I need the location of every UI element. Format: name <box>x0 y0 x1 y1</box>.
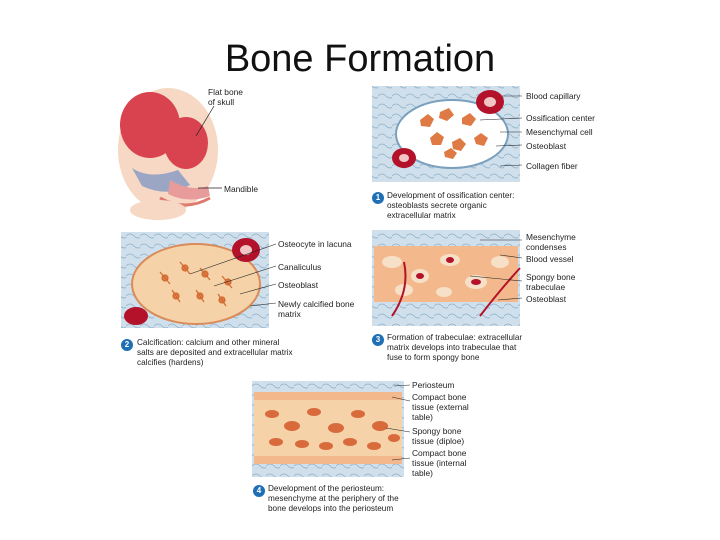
label-osteoblast-2: Osteoblast <box>278 280 319 290</box>
label-blood-capillary: Blood capillary <box>526 91 581 101</box>
step4-caption: Development of the periosteum: mesenchym… <box>268 484 399 513</box>
label-spongy-bone-trabeculae: Spongy bone trabeculae <box>526 272 576 292</box>
step4-number-badge: 4 <box>253 485 265 497</box>
label-collagen-fiber: Collagen fiber <box>526 161 578 171</box>
label-mandible: Mandible <box>224 184 258 194</box>
label-spongy-bone-diploe: Spongy bone tissue (diploe) <box>412 426 465 446</box>
step2-caption: Calcification: calcium and other mineral… <box>137 338 293 367</box>
fetal-skull-illustration <box>118 88 222 220</box>
page-title: Bone Formation <box>224 38 496 80</box>
label-mesenchyme-condenses: Mesenchyme condenses <box>526 232 576 252</box>
label-compact-bone-external: Compact bone tissue (external table) <box>412 392 469 422</box>
step2-illustration <box>121 232 277 328</box>
step1-number-badge: 1 <box>372 192 384 204</box>
step3-caption: Formation of trabeculae: extracellular m… <box>387 333 523 362</box>
step1-caption: Development of ossification center: oste… <box>387 191 515 220</box>
label-osteocyte-in-lacuna: Osteocyte in lacuna <box>278 239 352 249</box>
label-blood-vessel: Blood vessel <box>526 254 574 264</box>
step3-illustration <box>372 230 523 326</box>
step3-number-badge: 3 <box>372 334 384 346</box>
label-osteoblast-3: Osteoblast <box>526 294 567 304</box>
label-compact-bone-internal: Compact bone tissue (internal table) <box>412 448 467 478</box>
label-newly-calcified-bone-matrix: Newly calcified bone matrix <box>278 299 355 319</box>
label-mesenchymal-cell: Mesenchymal cell <box>526 127 593 137</box>
label-canaliculus: Canaliculus <box>278 262 322 272</box>
label-periosteum: Periosteum <box>412 380 455 390</box>
step2-number-badge: 2 <box>121 339 133 351</box>
step4-illustration <box>252 381 411 477</box>
label-osteoblast-1: Osteoblast <box>526 141 567 151</box>
label-flat-bone-of-skull: Flat bone of skull <box>208 87 243 107</box>
step1-illustration <box>372 86 523 182</box>
label-ossification-center: Ossification center <box>526 113 595 123</box>
